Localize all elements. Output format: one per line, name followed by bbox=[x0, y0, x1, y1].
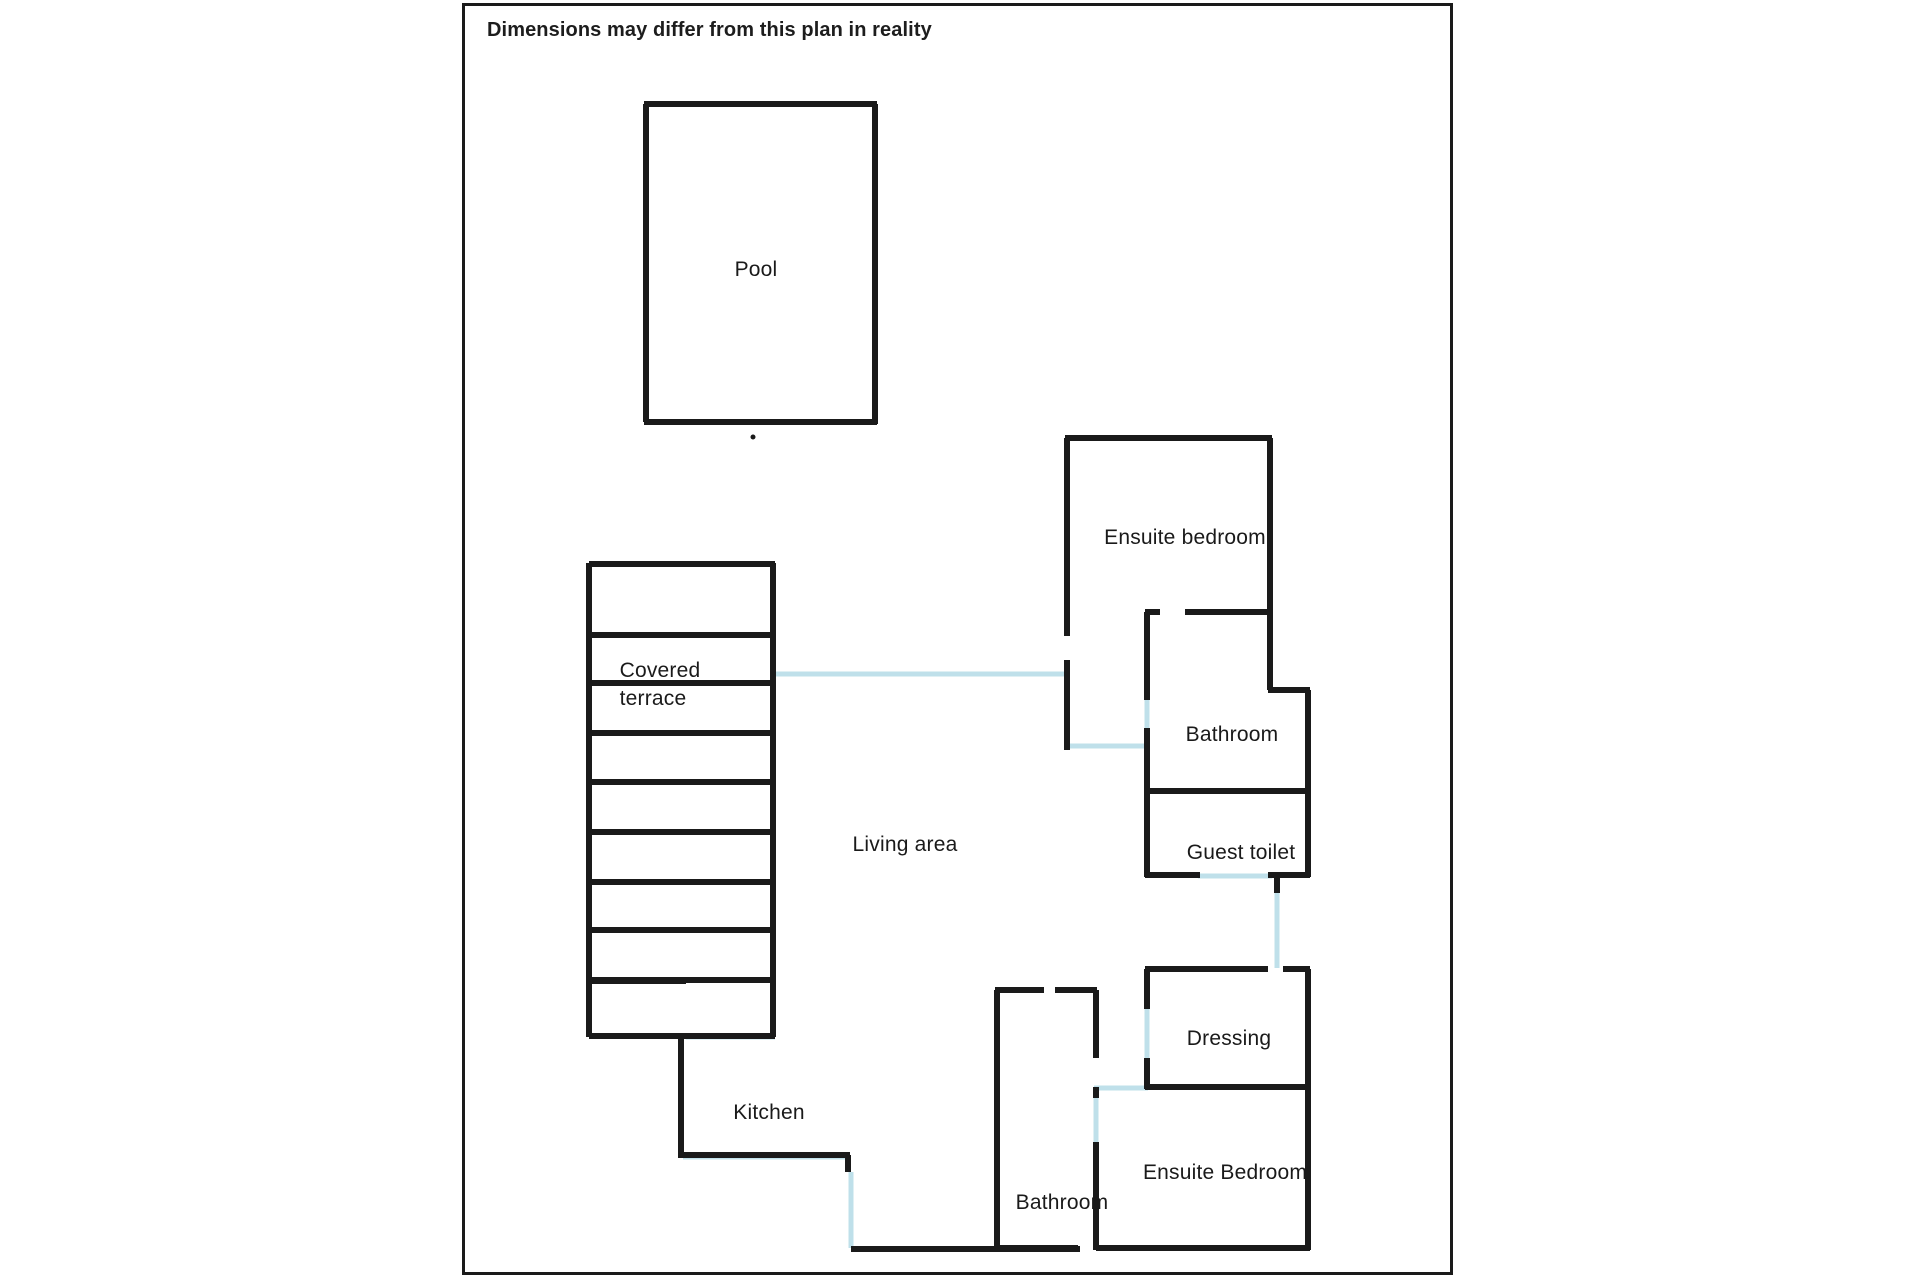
room-label-bathroom-upper: Bathroom bbox=[1185, 723, 1279, 746]
room-label-bathroom-lower: Bathroom bbox=[1015, 1191, 1109, 1214]
plan-frame-border bbox=[462, 3, 1453, 1275]
room-label-kitchen: Kitchen bbox=[733, 1101, 805, 1124]
walls-layer bbox=[586, 101, 1311, 1252]
room-label-living-area: Living area bbox=[852, 833, 958, 856]
disclaimer-note: Dimensions may differ from this plan in … bbox=[487, 19, 932, 41]
room-label-guest-toilet: Guest toilet bbox=[1186, 841, 1296, 864]
room-label-dressing: Dressing bbox=[1186, 1027, 1272, 1050]
room-label-ensuite-bedroom-upper: Ensuite bedroom bbox=[1104, 526, 1266, 549]
room-label-covered-terrace: Covered terrace bbox=[620, 657, 701, 713]
room-label-pool: Pool bbox=[734, 258, 778, 281]
door-openings-layer bbox=[683, 671, 1280, 1248]
pool-dot bbox=[750, 434, 756, 440]
marks-layer bbox=[750, 434, 756, 440]
room-label-covered-terrace-line1: Covered bbox=[619, 659, 701, 682]
room-label-covered-terrace-line2: terrace bbox=[619, 687, 687, 710]
room-label-ensuite-bedroom-lower: Ensuite Bedroom bbox=[1142, 1161, 1308, 1184]
